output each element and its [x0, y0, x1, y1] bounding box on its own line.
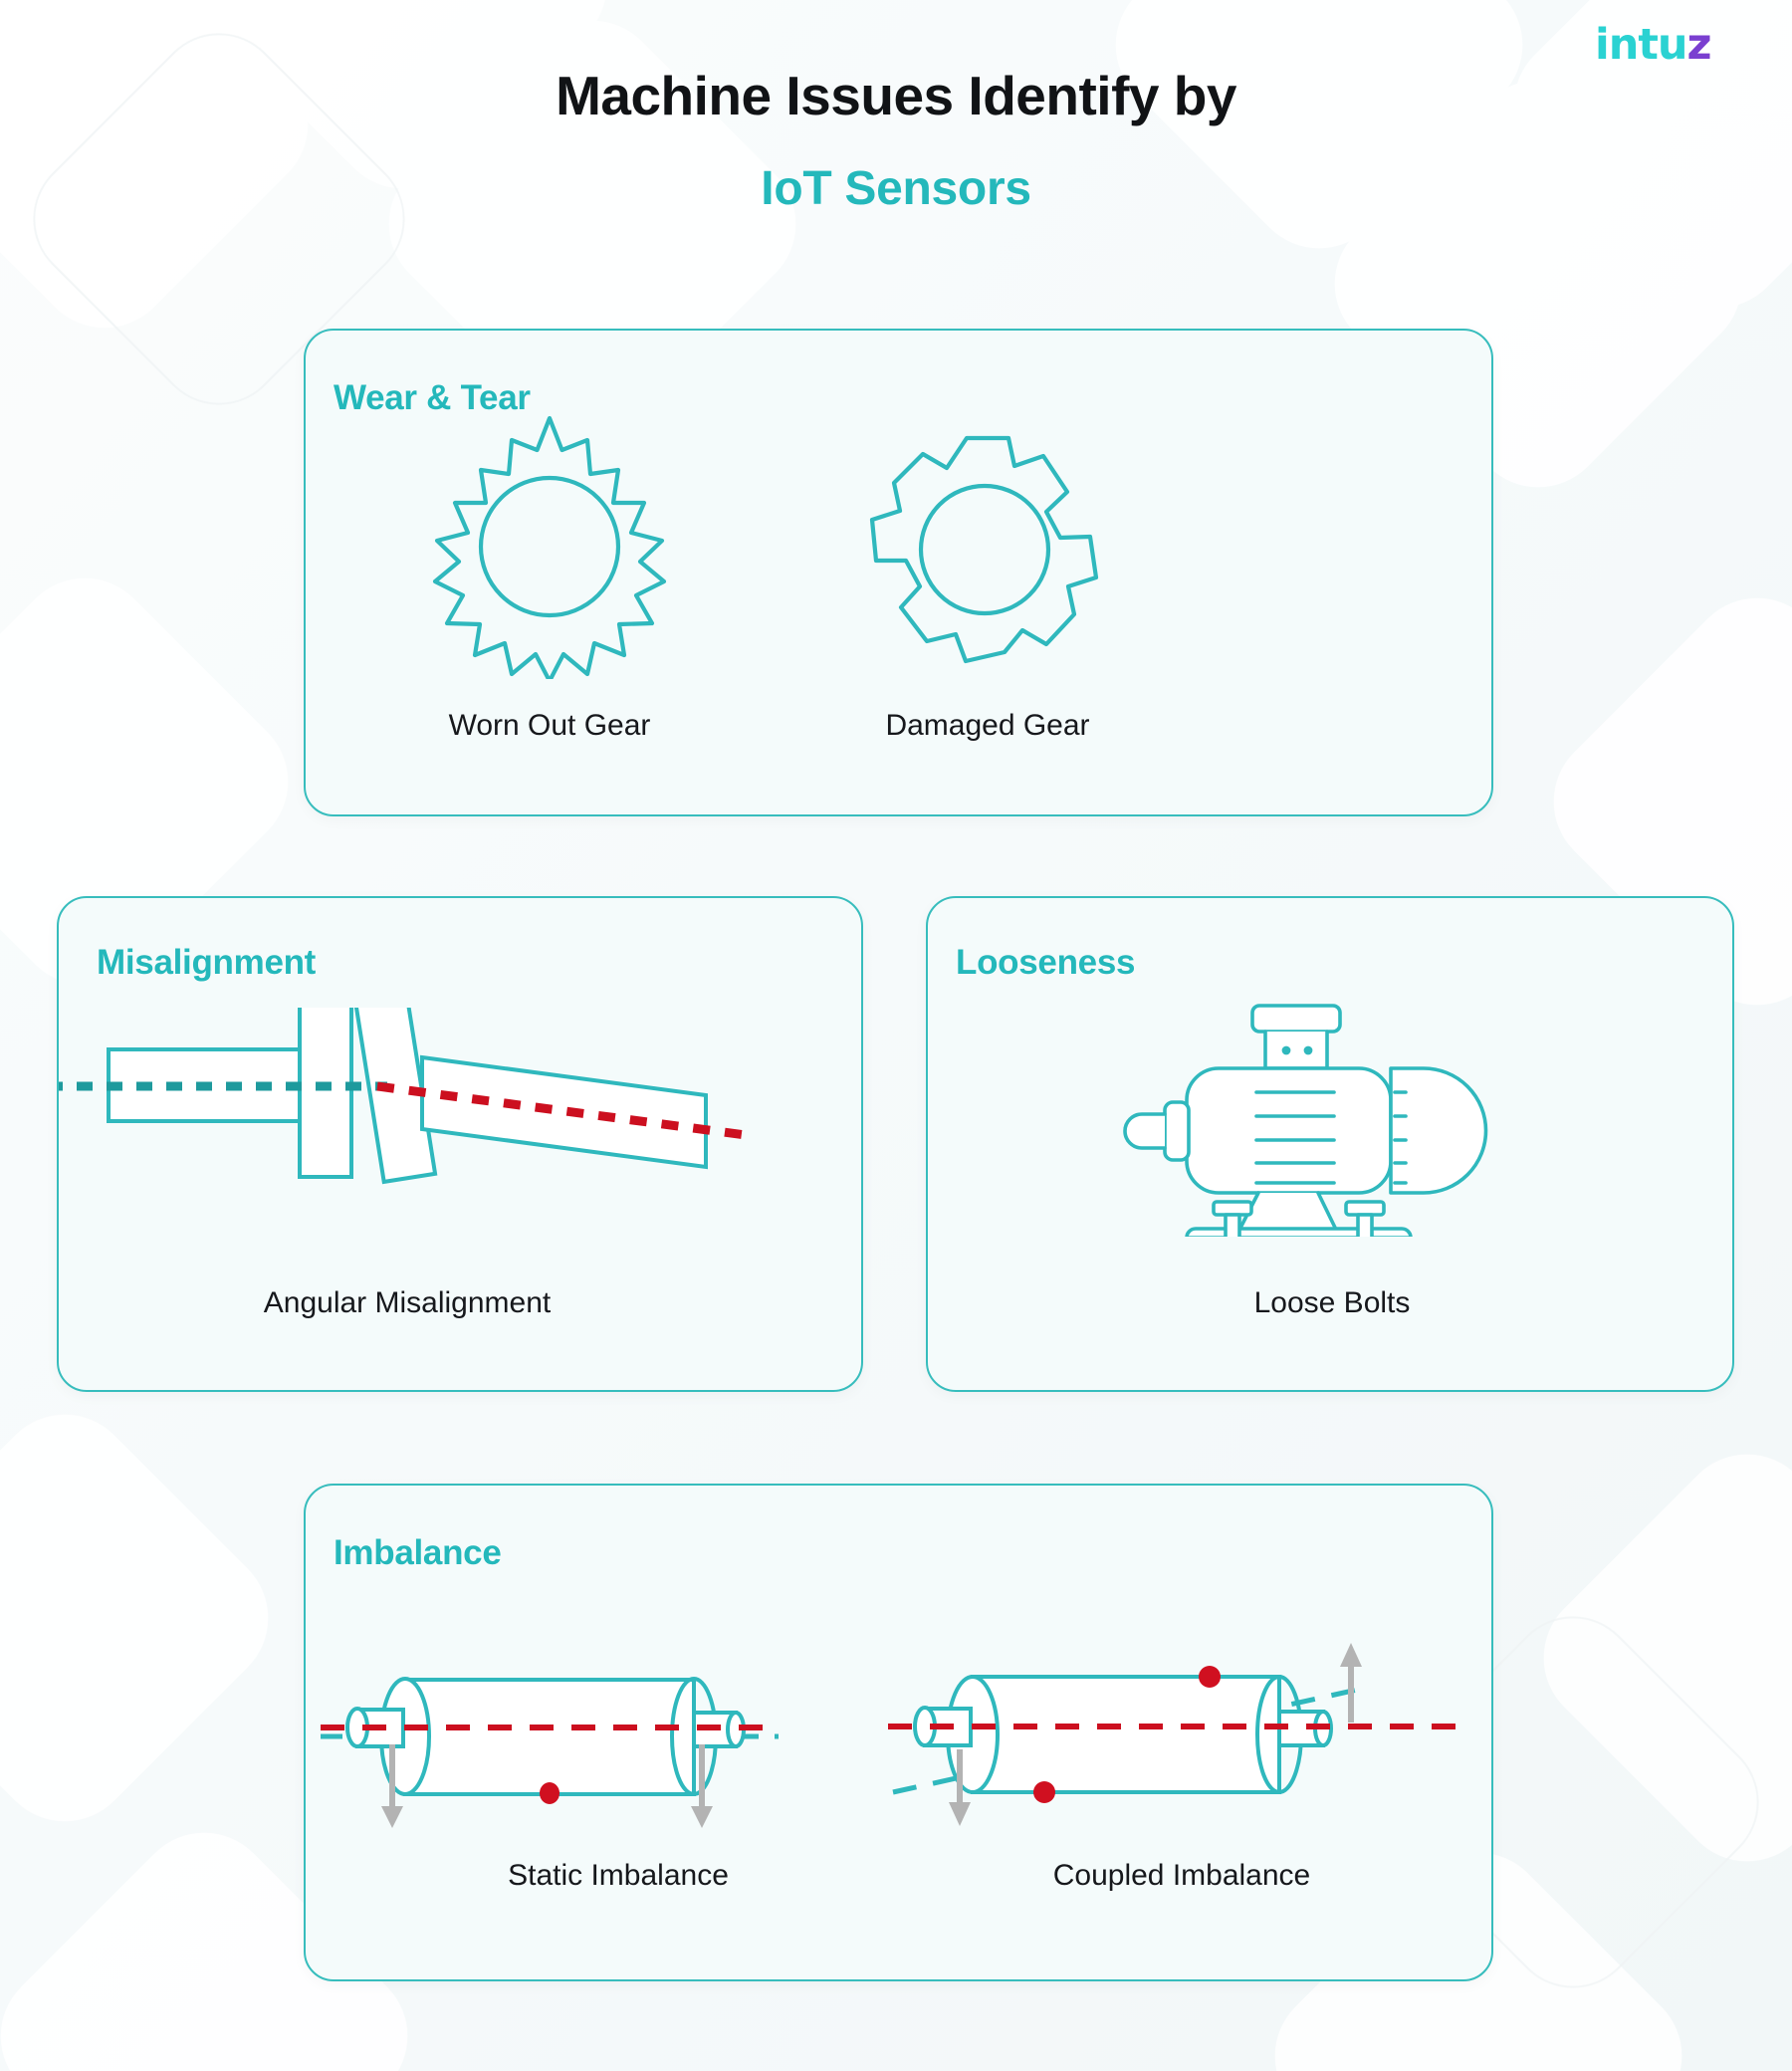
card-wear-and-tear: Wear & Tear Worn Out Gear Damaged Gear — [304, 329, 1493, 816]
figure-label-coupled-imbalance: Coupled Imbalance — [1052, 1859, 1311, 1892]
worn-out-gear-icon — [432, 415, 667, 679]
figure-label-loose-bolts: Loose Bolts — [1253, 1286, 1411, 1319]
card-misalignment: Misalignment Angular Misalignment — [57, 896, 863, 1392]
angular-misalignment-diagram — [59, 1008, 747, 1185]
card-title-looseness: Looseness — [956, 943, 1136, 982]
figure-label-static-imbalance: Static Imbalance — [508, 1859, 729, 1892]
page-title-line-1: Machine Issues Identify by — [556, 65, 1236, 126]
damaged-gear-icon — [869, 435, 1099, 664]
static-imbalance-diagram — [321, 1677, 780, 1828]
page-title: Machine Issues Identify by IoT Sensors — [0, 60, 1792, 225]
card-looseness: Looseness — [926, 896, 1734, 1392]
page-title-line-2: IoT Sensors — [761, 162, 1031, 215]
card-title-imbalance: Imbalance — [334, 1533, 502, 1572]
figure-label-angular-misalignment: Angular Misalignment — [263, 1286, 552, 1319]
card-imbalance: Imbalance S — [304, 1484, 1493, 1981]
figure-label-worn-out-gear: Worn Out Gear — [448, 709, 651, 742]
figure-label-damaged-gear: Damaged Gear — [885, 709, 1090, 742]
card-title-misalignment: Misalignment — [97, 943, 317, 982]
loose-bolts-motor-icon — [1123, 1004, 1488, 1237]
coupled-imbalance-diagram — [888, 1643, 1456, 1826]
